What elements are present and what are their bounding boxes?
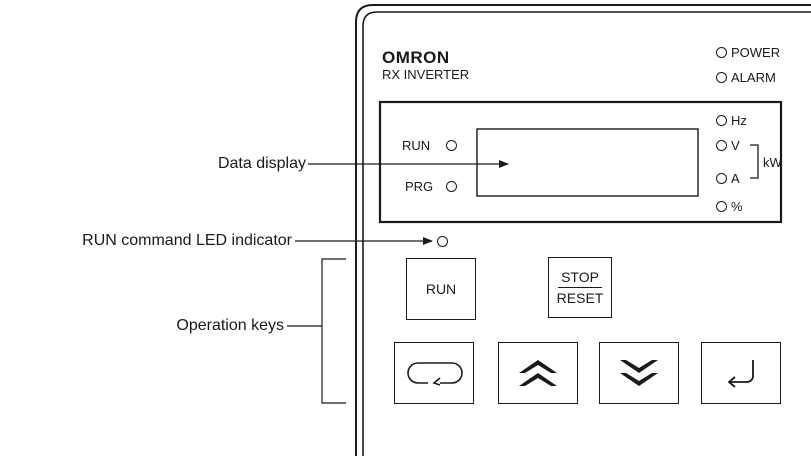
run-command-led <box>437 236 448 247</box>
run-indicator-led <box>446 140 457 151</box>
stop-reset-key[interactable]: STOP RESET <box>548 257 612 318</box>
double-chevron-up-icon <box>519 360 557 386</box>
reset-key-label: RESET <box>556 290 604 306</box>
enter-key[interactable] <box>701 342 781 404</box>
brand-logo: OMRON <box>382 48 450 67</box>
mode-key[interactable] <box>394 342 474 404</box>
data-display-callout: Data display <box>217 155 306 172</box>
power-label: POWER <box>731 45 781 60</box>
operation-keys-bracket <box>321 258 346 404</box>
power-led <box>716 47 727 58</box>
v-led <box>716 140 727 151</box>
prg-indicator-label: PRG <box>405 179 434 194</box>
v-label: V <box>731 138 740 153</box>
up-key[interactable] <box>498 342 578 404</box>
model-name: RX INVERTER <box>382 67 470 82</box>
enter-return-icon <box>727 360 754 388</box>
cycle-arrow-icon <box>407 362 463 386</box>
double-chevron-down-icon <box>620 360 658 386</box>
hz-label: Hz <box>731 113 747 128</box>
stop-reset-divider <box>558 287 602 288</box>
operation-keys-callout: Operation keys <box>176 317 284 334</box>
percent-label: % <box>731 199 743 214</box>
percent-led <box>716 201 727 212</box>
down-key[interactable] <box>599 342 679 404</box>
prg-indicator-led <box>446 181 457 192</box>
run-key[interactable]: RUN <box>406 258 476 320</box>
stop-key-label: STOP <box>561 269 599 285</box>
hz-led <box>716 115 727 126</box>
alarm-label: ALARM <box>731 70 776 85</box>
a-label: A <box>731 171 740 186</box>
run-led-callout: RUN command LED indicator <box>82 232 292 249</box>
run-key-label: RUN <box>425 281 457 297</box>
kw-label: kW <box>763 155 782 170</box>
run-indicator-label: RUN <box>402 138 431 153</box>
alarm-led <box>716 72 727 83</box>
a-led <box>716 173 727 184</box>
